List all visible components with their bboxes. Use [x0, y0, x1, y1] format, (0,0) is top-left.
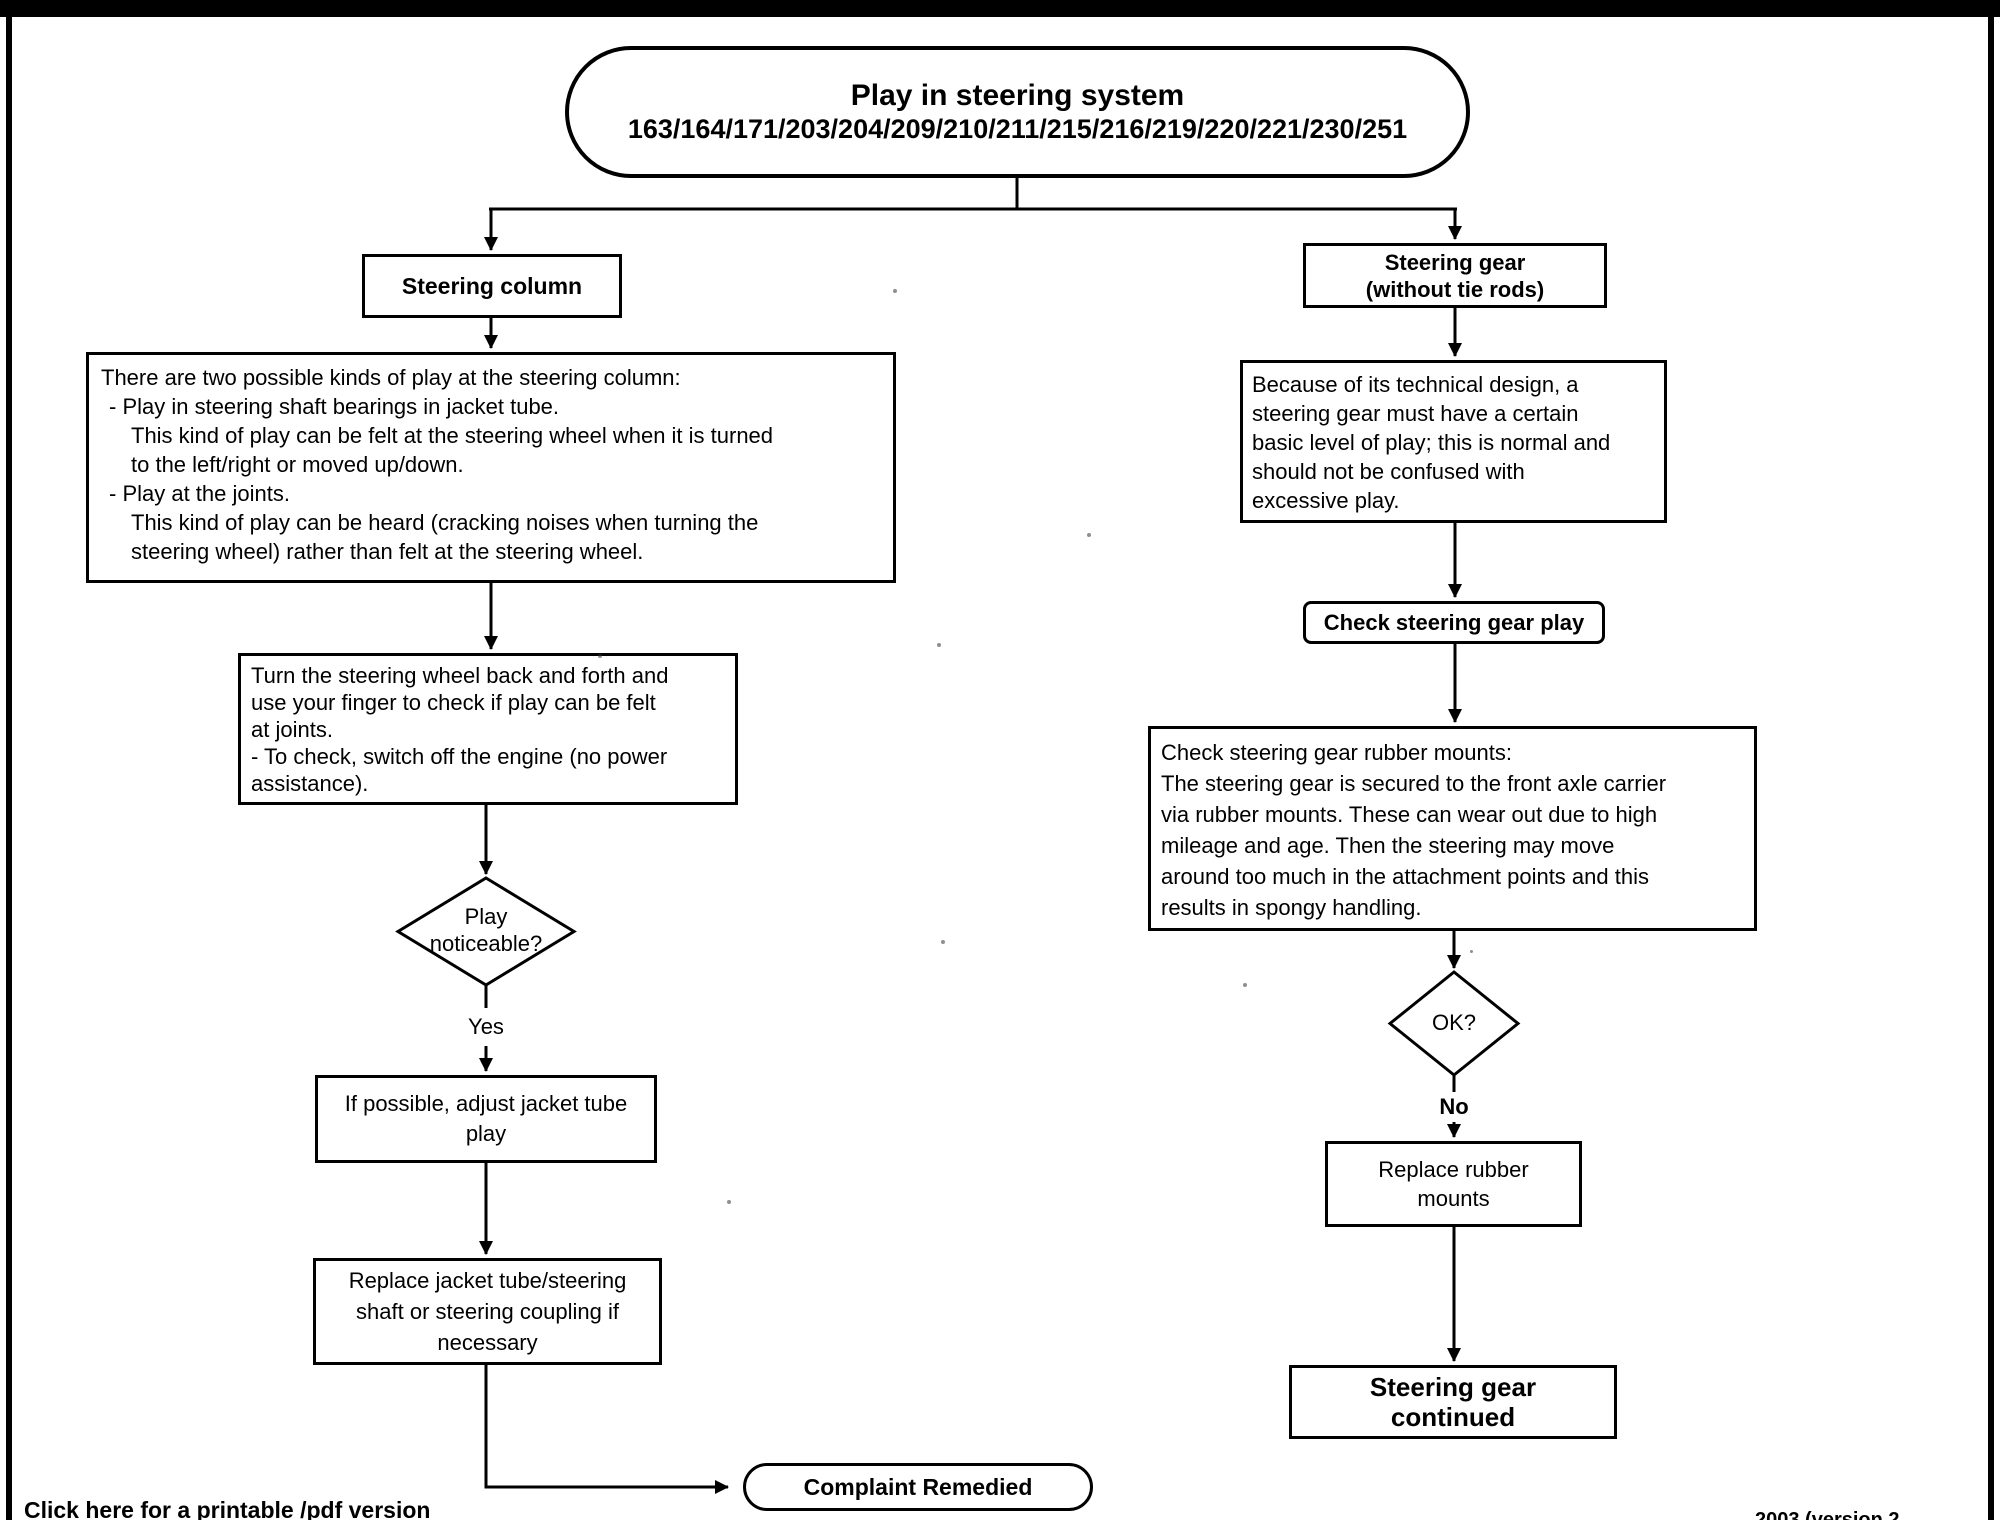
info-line: steering wheel) rather than felt at the …	[131, 539, 644, 564]
decision-line: Play	[464, 904, 508, 929]
adjust-line: play	[465, 1121, 507, 1146]
noise-dot	[1470, 950, 1473, 953]
decision-ok-text: OK?	[1431, 1010, 1477, 1035]
action-line: use your finger to check if play can be …	[251, 690, 656, 715]
noise-dot	[1243, 983, 1247, 987]
noise-dot	[1087, 533, 1091, 537]
right-border-line	[1988, 17, 1994, 1520]
mounts-line: around too much in the attachment points…	[1161, 864, 1649, 889]
gear-info-line: excessive play.	[1252, 488, 1400, 513]
info-line: This kind of play can be felt at the ste…	[131, 423, 774, 448]
version-note: 2003 (version 2	[1755, 1509, 1900, 1520]
node-steering-gear: Steering gear (without tie rods)	[1303, 243, 1607, 308]
decision-diamond-ok	[1387, 970, 1521, 1077]
info-line: to the left/right or moved up/down.	[131, 452, 464, 477]
mounts-line: The steering gear is secured to the fron…	[1161, 771, 1667, 796]
check-gear-play-label: Check steering gear play	[1323, 610, 1585, 635]
replace-line: Replace jacket tube/steering	[348, 1268, 627, 1293]
node-steering-gear-sublabel: (without tie rods)	[1365, 276, 1545, 302]
info-line: There are two possible kinds of play at …	[101, 365, 681, 390]
mounts-line: mileage and age. Then the steering may m…	[1161, 833, 1615, 858]
node-replace-rubber-mounts: Replace rubber mounts	[1325, 1141, 1582, 1227]
mounts-line: Check steering gear rubber mounts:	[1161, 740, 1512, 765]
title-terminator: Play in steering system 163/164/171/203/…	[565, 46, 1470, 178]
gear-info-line: basic level of play; this is normal and	[1252, 430, 1611, 455]
node-steering-column: Steering column	[362, 254, 622, 318]
gear-info-line: steering gear must have a certain	[1252, 401, 1579, 426]
page-title: Play in steering system	[850, 79, 1185, 112]
action-line: assistance).	[251, 771, 369, 796]
node-replace-jacket-tube: Replace jacket tube/steering shaft or st…	[313, 1258, 662, 1365]
node-steering-gear-label: Steering gear	[1384, 249, 1526, 275]
decision-play-noticeable-text: Play noticeable?	[398, 903, 574, 957]
action-line: at joints.	[251, 717, 333, 742]
noise-dot	[598, 654, 602, 658]
action-line: - To check, switch off the engine (no po…	[251, 744, 668, 769]
info-line: - Play in steering shaft bearings in jac…	[109, 394, 560, 419]
left-border-line	[6, 17, 12, 1520]
top-border-bar	[0, 0, 2000, 17]
node-gear-info: Because of its technical design, a steer…	[1240, 360, 1667, 523]
node-check-gear-play: Check steering gear play	[1303, 601, 1605, 644]
continued-line: Steering gear	[1369, 1372, 1537, 1402]
decision-diamond-play-noticeable	[395, 876, 577, 987]
node-complaint-remedied: Complaint Remedied	[743, 1463, 1093, 1511]
node-adjust-jacket-tube: If possible, adjust jacket tube play	[315, 1075, 657, 1163]
adjust-line: If possible, adjust jacket tube	[344, 1091, 628, 1116]
printable-pdf-link[interactable]: Click here for a printable /pdf version	[24, 1497, 431, 1520]
replace-mounts-line: Replace rubber	[1378, 1157, 1529, 1182]
node-check-joints: Turn the steering wheel back and forth a…	[238, 653, 738, 805]
noise-dot	[941, 940, 945, 944]
action-line: Turn the steering wheel back and forth a…	[251, 663, 669, 688]
decision-line: noticeable?	[429, 931, 543, 956]
continued-line: continued	[1390, 1402, 1516, 1432]
node-steering-column-label: Steering column	[401, 272, 583, 299]
connector-replace-to-end	[484, 1365, 729, 1494]
noise-dot	[893, 289, 897, 293]
node-column-info: There are two possible kinds of play at …	[86, 352, 896, 583]
node-steering-gear-continued: Steering gear continued	[1289, 1365, 1617, 1439]
noise-dot	[727, 1200, 731, 1204]
replace-mounts-line: mounts	[1417, 1186, 1490, 1211]
complaint-remedied-label: Complaint Remedied	[803, 1473, 1033, 1500]
gear-info-line: should not be confused with	[1252, 459, 1525, 484]
model-codes: 163/164/171/203/204/209/210/211/215/216/…	[627, 114, 1408, 144]
mounts-line: results in spongy handling.	[1161, 895, 1422, 920]
node-check-rubber-mounts: Check steering gear rubber mounts: The s…	[1148, 726, 1757, 931]
info-line: This kind of play can be heard (cracking…	[131, 510, 759, 535]
gear-info-line: Because of its technical design, a	[1252, 372, 1579, 397]
replace-line: shaft or steering coupling if	[356, 1299, 619, 1324]
replace-line: necessary	[437, 1330, 538, 1355]
noise-dot	[937, 643, 941, 647]
mounts-line: via rubber mounts. These can wear out du…	[1161, 802, 1658, 827]
branch-label-yes: Yes	[468, 1014, 504, 1039]
info-line: - Play at the joints.	[109, 481, 290, 506]
branch-label-no: No	[1439, 1094, 1469, 1119]
